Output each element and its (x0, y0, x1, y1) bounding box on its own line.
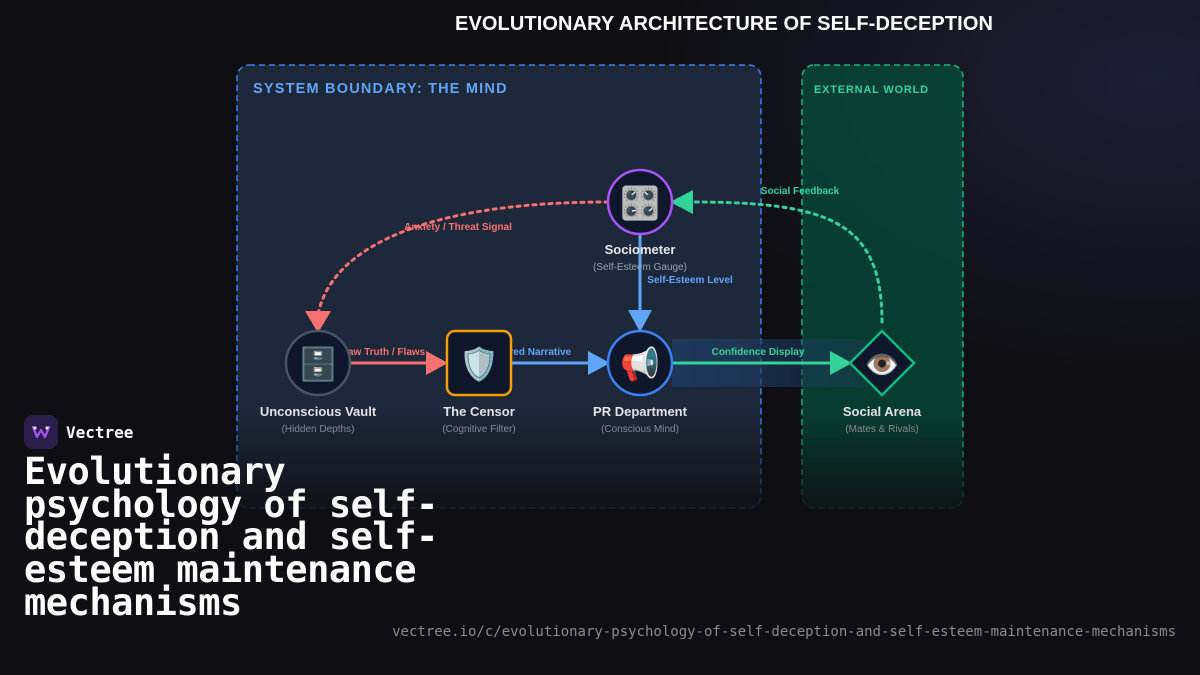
node-sociometer: 🎛️ Sociometer (Self-Esteem Gauge) (593, 168, 687, 273)
arena-sublabel: (Mates & Rivals) (845, 424, 918, 435)
source-url[interactable]: vectree.io/c/evolutionary-psychology-of-… (392, 624, 1176, 640)
megaphone-icon: 📢 (620, 345, 660, 383)
censor-label: The Censor (443, 404, 515, 419)
anxiety-signal-arrow (316, 200, 610, 317)
filtered-narrative-label: Filtered Narrative (489, 347, 572, 358)
pr-sublabel: (Conscious Mind) (601, 424, 679, 435)
anxiety-arrowhead (305, 311, 331, 333)
filtered-arrowhead (588, 351, 610, 375)
vectree-logo-icon (24, 415, 58, 449)
eye-icon: 👁️ (865, 348, 900, 381)
censor-sublabel: (Cognitive Filter) (442, 424, 515, 435)
page-headline: Evolutionary psychology of self-deceptio… (24, 450, 438, 624)
vault-label: Unconscious Vault (260, 404, 377, 419)
anxiety-signal-label: Anxiety / Threat Signal (404, 222, 512, 233)
self-esteem-label: Self-Esteem Level (647, 275, 733, 286)
confidence-arrowhead (830, 351, 852, 375)
sociometer-sublabel: (Self-Esteem Gauge) (593, 262, 687, 273)
mind-boundary-label: SYSTEM BOUNDARY: THE MIND (253, 81, 508, 97)
external-world-label: EXTERNAL WORLD (814, 84, 929, 96)
feedback-arrowhead (670, 190, 693, 214)
confidence-display-label: Confidence Display (712, 347, 805, 358)
pr-label: PR Department (593, 404, 688, 419)
diagram-title: EVOLUTIONARY ARCHITECTURE OF SELF-DECEPT… (455, 13, 994, 35)
arena-label: Social Arena (843, 404, 922, 419)
brand-name: Vectree (66, 422, 134, 442)
file-cabinet-icon: 🗄️ (298, 345, 338, 383)
sociometer-label: Sociometer (605, 242, 676, 257)
social-feedback-arrow (690, 200, 884, 324)
external-world-box (801, 64, 964, 509)
social-feedback-label: Social Feedback (761, 186, 840, 197)
self-esteem-arrowhead (628, 310, 652, 332)
mind-boundary-box (236, 64, 762, 509)
brand[interactable]: Vectree (24, 415, 133, 449)
control-knobs-icon: 🎛️ (620, 184, 660, 222)
raw-truth-label: Raw Truth / Flaws (341, 347, 426, 358)
vault-sublabel: (Hidden Depths) (282, 424, 355, 435)
shield-icon: 🛡️ (459, 345, 499, 383)
raw-truth-arrowhead (426, 351, 448, 375)
